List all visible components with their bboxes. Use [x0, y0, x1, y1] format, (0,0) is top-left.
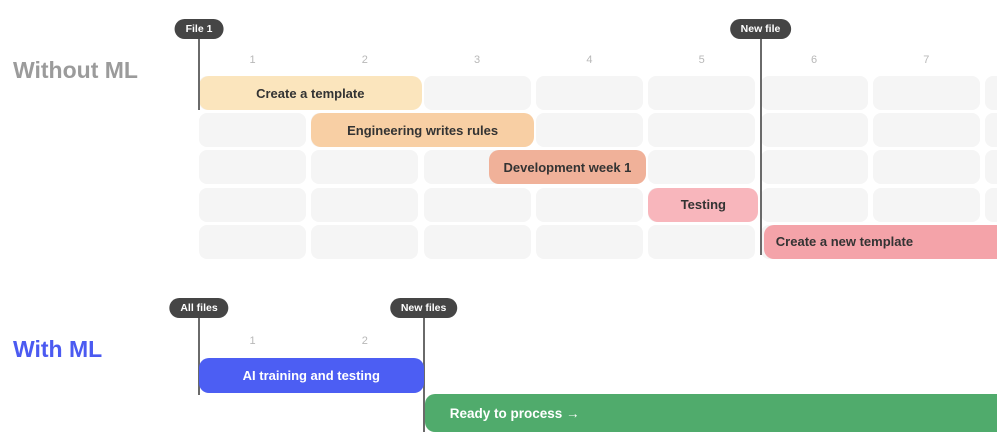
gantt-bar-testing: Testing — [648, 187, 759, 222]
week-tick-5: 5 — [698, 54, 705, 66]
week-tick-1: 1 — [249, 335, 256, 347]
grid-cell — [535, 76, 643, 110]
grid-cell — [985, 76, 997, 110]
marker-pill-new-files: New files — [389, 298, 458, 318]
gantt-bar-create-a-new-template: Create a new template — [763, 224, 997, 259]
grid-cell — [199, 113, 306, 148]
gantt-bar-create-a-template: Create a template — [199, 76, 422, 110]
grid-cell — [199, 150, 306, 185]
section-title-without-ml: Without ML — [13, 57, 138, 83]
grid-cell — [199, 187, 306, 222]
grid-cell — [872, 113, 980, 148]
grid-cell — [535, 187, 643, 222]
grid-cell — [872, 150, 980, 185]
grid-cell — [648, 113, 756, 148]
week-tick-6: 6 — [810, 54, 818, 66]
grid-cell — [423, 187, 531, 222]
gantt-bar-engineering-writes-rules: Engineering writes rules — [311, 113, 534, 148]
week-tick-4: 4 — [586, 54, 593, 66]
grid-cell — [648, 76, 756, 110]
grid-cell — [648, 150, 756, 185]
grid-cell — [760, 187, 868, 222]
grid-cell — [535, 224, 643, 259]
grid-cell — [535, 113, 643, 148]
marker-line-all-files — [198, 318, 200, 395]
grid-cell — [872, 76, 980, 110]
gantt-bar-ai-training-and-testing: AI training and testing — [199, 358, 424, 393]
grid-cell — [985, 113, 997, 148]
week-tick-2: 2 — [361, 335, 368, 347]
grid-cell — [760, 76, 868, 110]
gantt-bar-ready-to-process: Ready to process → — [424, 394, 997, 432]
week-tick-3: 3 — [474, 54, 481, 66]
marker-pill-all-files: All files — [169, 298, 229, 318]
grid-cell — [985, 150, 997, 185]
week-tick-2: 2 — [361, 54, 368, 66]
grid-cell — [985, 187, 997, 222]
grid-cell — [311, 224, 419, 259]
week-tick-1: 1 — [249, 54, 256, 66]
grid-cell — [311, 150, 419, 185]
grid-cell — [423, 76, 531, 110]
marker-line-new-file — [759, 38, 762, 255]
section-title-with-ml: With ML — [13, 336, 103, 362]
grid-cell — [423, 224, 531, 259]
marker-pill-file-1: File 1 — [174, 19, 224, 39]
marker-line-file-1 — [198, 38, 200, 110]
marker-line-new-files — [422, 318, 425, 432]
grid-cell — [648, 224, 756, 259]
week-tick-7: 7 — [923, 54, 930, 66]
marker-pill-new-file: New file — [729, 19, 792, 39]
grid-cell — [311, 187, 419, 222]
gantt-bar-development-week-1: Development week 1 — [488, 150, 647, 185]
grid-cell — [760, 113, 868, 148]
grid-cell — [199, 224, 306, 259]
grid-cell — [760, 150, 868, 185]
grid-cell — [872, 187, 980, 222]
